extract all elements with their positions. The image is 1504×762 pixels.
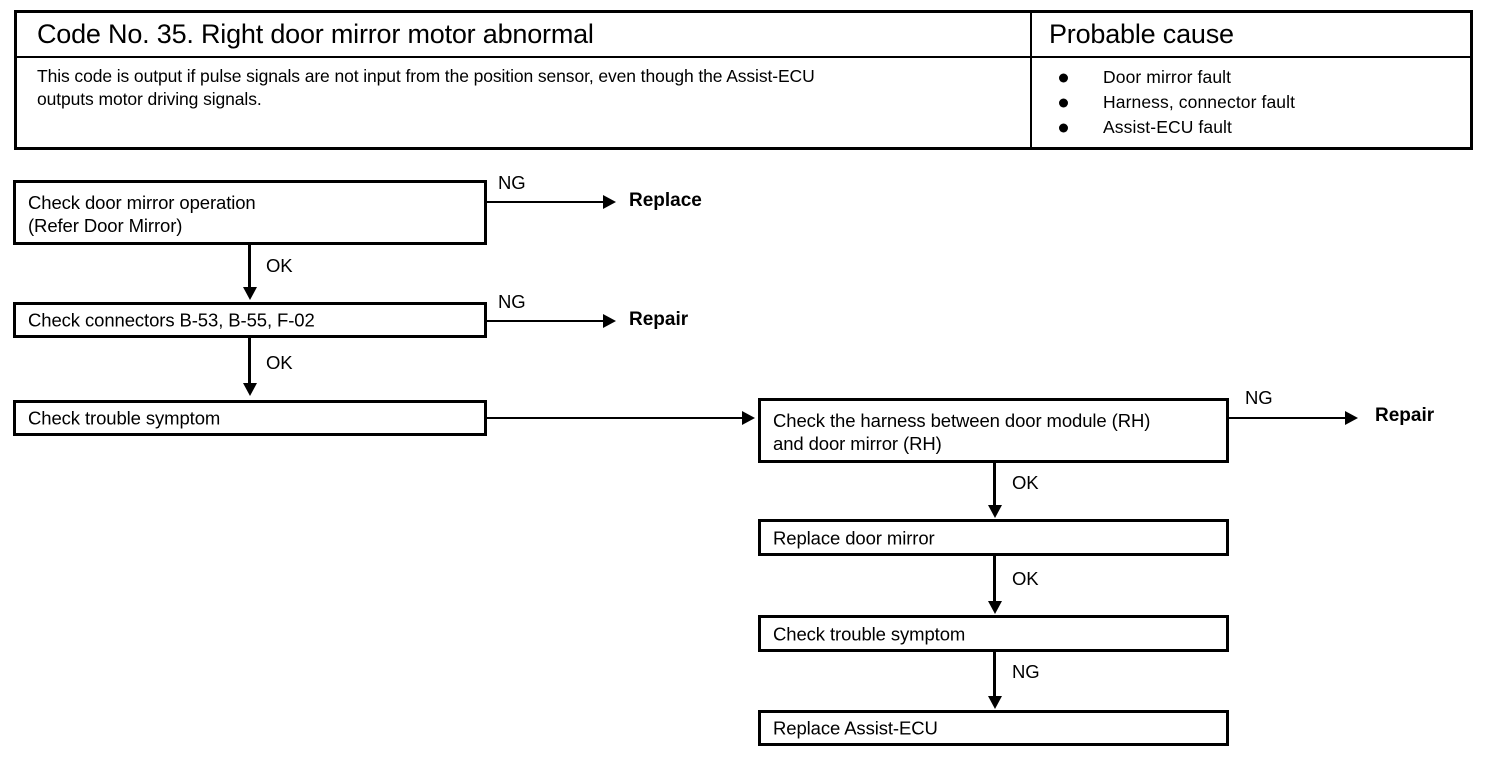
bullet-icon <box>1059 73 1068 82</box>
probable-cause-list: Door mirror fault Harness, connector fau… <box>1047 65 1467 140</box>
edge-label-ng-3: NG <box>1245 387 1273 408</box>
edge-ng-2-arrowhead <box>603 314 616 328</box>
edge-label-ok-3: OK <box>1012 472 1039 493</box>
flow-box-line-1: Replace door mirror <box>773 527 935 548</box>
flow-box-replace-assist-ecu: Replace Assist-ECU <box>758 710 1229 746</box>
flow-box-text: Check door mirror operation (Refer Door … <box>28 191 256 237</box>
flow-box-text: Replace Assist-ECU <box>773 717 938 740</box>
terminal-repair-left: Repair <box>629 309 689 330</box>
flow-box-line-2: and door mirror (RH) <box>773 433 942 454</box>
edge-label-ok-4: OK <box>1012 568 1039 589</box>
flow-box-check-connectors: Check connectors B-53, B-55, F-02 <box>13 302 487 338</box>
fault-code-title: Code No. 35. Right door mirror motor abn… <box>37 19 594 49</box>
edge-ok-3-arrowhead <box>987 505 1002 518</box>
bullet-icon <box>1059 98 1068 107</box>
edge-ng-1-line <box>487 201 607 203</box>
edge-ng-3-line <box>1229 417 1348 419</box>
flow-box-text: Check connectors B-53, B-55, F-02 <box>28 309 315 332</box>
probable-cause-title: Probable cause <box>1049 19 1234 49</box>
terminal-replace: Replace <box>629 190 702 211</box>
flow-box-line-1: Check trouble symptom <box>773 623 966 644</box>
cause-label: Harness, connector fault <box>1103 92 1296 112</box>
edge-left-to-right-arrowhead <box>742 411 755 425</box>
flow-box-check-door-mirror-operation: Check door mirror operation (Refer Door … <box>13 180 487 245</box>
fault-code-table: Code No. 35. Right door mirror motor abn… <box>14 10 1473 150</box>
flow-box-line-1: Replace Assist-ECU <box>773 717 938 739</box>
flow-box-replace-door-mirror: Replace door mirror <box>758 519 1229 556</box>
bullet-icon <box>1059 123 1068 132</box>
flow-box-check-trouble-symptom-right: Check trouble symptom <box>758 615 1229 652</box>
edge-label-ok-1: OK <box>266 255 293 276</box>
edge-ng-3-arrowhead <box>1345 411 1358 425</box>
flow-box-line-1: Check door mirror operation <box>28 192 256 213</box>
flow-box-text: Check trouble symptom <box>28 407 220 430</box>
list-item: Door mirror fault <box>1047 65 1467 90</box>
terminal-repair-right: Repair <box>1375 405 1435 426</box>
flow-box-text: Check the harness between door module (R… <box>773 409 1150 455</box>
edge-ok-1-arrowhead <box>242 287 257 300</box>
edge-ng-1-arrowhead <box>603 195 616 209</box>
edge-label-ng-2: NG <box>498 291 526 312</box>
cause-label: Door mirror fault <box>1103 67 1232 87</box>
edge-ok-1-line <box>248 245 251 289</box>
edge-ng-4-line <box>993 652 996 698</box>
flow-box-line-1: Check connectors B-53, B-55, F-02 <box>28 309 315 331</box>
edge-ok-4-arrowhead <box>987 601 1002 614</box>
flow-box-text: Check trouble symptom <box>773 622 965 645</box>
flow-box-text: Replace door mirror <box>773 526 935 549</box>
edge-ok-3-line <box>993 463 996 507</box>
list-item: Harness, connector fault <box>1047 90 1467 115</box>
list-item: Assist-ECU fault <box>1047 115 1467 140</box>
edge-ok-4-line <box>993 556 996 603</box>
edge-label-ng-1: NG <box>498 172 526 193</box>
edge-ok-2-line <box>248 338 251 385</box>
table-header-row <box>17 13 1470 58</box>
flow-box-check-harness: Check the harness between door module (R… <box>758 398 1229 463</box>
fault-code-description: This code is output if pulse signals are… <box>37 65 1022 111</box>
description-line-1: This code is output if pulse signals are… <box>37 66 815 86</box>
flow-box-line-1: Check the harness between door module (R… <box>773 410 1151 431</box>
flow-box-check-trouble-symptom-left: Check trouble symptom <box>13 400 487 436</box>
edge-ng-4-arrowhead <box>987 696 1002 709</box>
edge-label-ng-4: NG <box>1012 661 1040 682</box>
edge-ok-2-arrowhead <box>242 383 257 396</box>
description-line-2: outputs motor driving signals. <box>37 89 262 109</box>
flow-box-line-2: (Refer Door Mirror) <box>28 215 183 236</box>
flow-box-line-1: Check trouble symptom <box>28 407 221 429</box>
cause-label: Assist-ECU fault <box>1103 117 1232 137</box>
edge-left-to-right-line <box>487 417 743 419</box>
edge-ng-2-line <box>487 320 607 322</box>
edge-label-ok-2: OK <box>266 352 293 373</box>
table-column-divider <box>1030 13 1032 147</box>
